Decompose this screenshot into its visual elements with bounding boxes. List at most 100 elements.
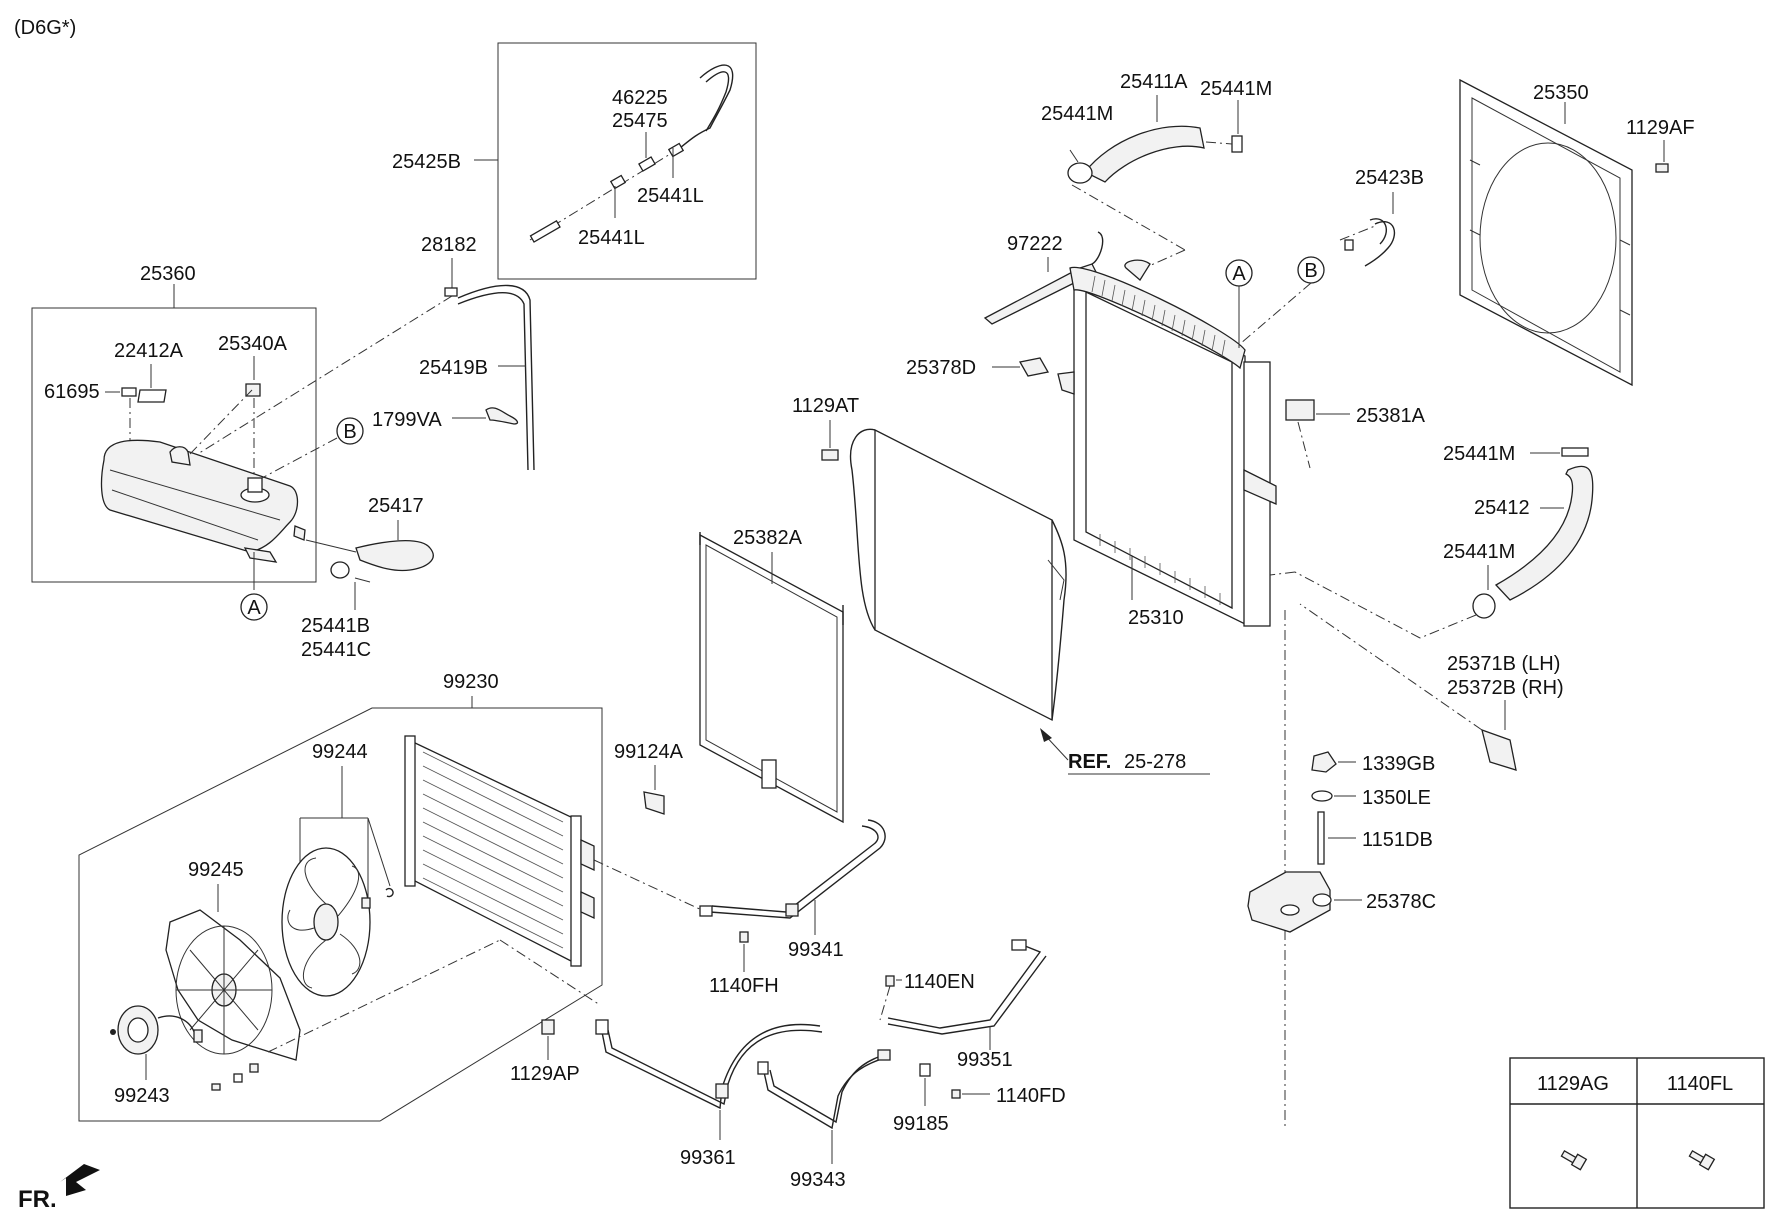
part-61695: 61695: [44, 381, 100, 403]
part-25310: 25310: [1128, 607, 1184, 629]
part-25441C: 25441C: [301, 639, 371, 661]
cap-label-22412A: [137, 389, 167, 403]
mount-25381A: [1285, 399, 1315, 421]
part-25441B: 25441B: [301, 615, 370, 637]
part-99245: 99245: [188, 859, 244, 881]
mount-25378C: [1247, 871, 1332, 933]
part-99341: 99341: [788, 939, 844, 961]
bolt-1129AF: [1655, 163, 1669, 173]
clamp-25441M-c: [1561, 447, 1589, 457]
fastener-table: [1509, 1057, 1765, 1209]
part-25382A: 25382A: [733, 527, 803, 549]
callout-A-reservoir: [240, 593, 268, 621]
fastener-header-1129AG: 1129AG: [1537, 1073, 1609, 1095]
part-97222: 97222: [1007, 233, 1063, 255]
part-1129AT: 1129AT: [792, 395, 859, 417]
part-1151DB: 1151DB: [1362, 829, 1433, 851]
part-99243: 99243: [114, 1085, 170, 1107]
bolt-1129AP: [541, 1019, 555, 1035]
fan-blade-99244: [281, 847, 371, 997]
reservoir-hose-25419B: [457, 284, 535, 471]
part-1799VA: 1799VA: [372, 409, 442, 431]
clamp-25441M-d: [1472, 593, 1496, 619]
part-25419B: 25419B: [419, 357, 488, 379]
fastener-header-1140FL: 1140FL: [1667, 1073, 1733, 1095]
part-25381A: 25381A: [1356, 405, 1426, 427]
part-28182: 28182: [421, 234, 477, 256]
bolt-1129AT: [821, 449, 839, 461]
part-99244: 99244: [312, 741, 368, 763]
callout-B-reservoir: [336, 417, 364, 445]
nut-1339GB: [1311, 751, 1337, 773]
front-arrow-icon: [60, 1164, 100, 1196]
front-direction-label: FR.: [18, 1186, 57, 1211]
bracket-25371B: [1481, 728, 1517, 771]
part-99361: 99361: [680, 1147, 736, 1169]
part-25441M-d: 25441M: [1443, 541, 1515, 563]
condenser-fan-assembly-box: [78, 707, 603, 1122]
part-25441M-b: 25441M: [1200, 78, 1272, 100]
stud-1151DB: [1317, 811, 1325, 865]
condenser-99230: [404, 735, 595, 967]
callout-B-letter: B: [343, 421, 356, 443]
part-25378D: 25378D: [906, 357, 976, 379]
part-1140FD: 1140FD: [996, 1085, 1066, 1107]
upper-radiator-hose: [1083, 125, 1205, 183]
part-22412A: 22412A: [114, 340, 184, 362]
part-25411A: 25411A: [1120, 71, 1188, 93]
part-25378C: 25378C: [1366, 891, 1436, 913]
ac-line-99343: [763, 1057, 885, 1130]
ac-line-99361: [601, 1023, 821, 1110]
fan-shroud-25350: [1459, 78, 1633, 387]
part-99351: 99351: [957, 1049, 1013, 1071]
screen-25382A: [699, 532, 844, 824]
engine-code-label: (D6G*): [14, 17, 76, 39]
ref-label-bold: REF.: [1068, 751, 1111, 773]
fan-motor-99243: [117, 1005, 203, 1055]
fan-shroud-99245: [165, 909, 301, 1061]
part-99124A: 99124A: [614, 741, 684, 763]
washer-1350LE: [1311, 790, 1333, 802]
part-25412: 25412: [1474, 497, 1530, 519]
part-1129AF: 1129AF: [1626, 117, 1695, 139]
part-1129AP: 1129AP: [510, 1063, 580, 1085]
ac-line-99341: [709, 819, 886, 919]
part-25360: 25360: [140, 263, 196, 285]
part-25441M-a: 25441M: [1041, 103, 1113, 125]
clamp-25441M-b: [1231, 135, 1243, 153]
bolt-icon-1140FL: [1688, 1150, 1716, 1171]
part-1350LE: 1350LE: [1362, 787, 1431, 809]
hose-clip: [444, 287, 458, 297]
bracket-25378D: [1018, 357, 1050, 377]
bolt-icon-1129AG: [1560, 1150, 1588, 1171]
clip-1799VA: [485, 407, 519, 425]
callout-A-letter: A: [247, 597, 261, 619]
part-46225: 46225: [612, 87, 668, 109]
part-25441M-c: 25441M: [1443, 443, 1515, 465]
radiator-25310: [1057, 259, 1277, 627]
hose-25423B: [1364, 221, 1396, 267]
part-25371B-lh: 25371B (LH): [1447, 653, 1560, 675]
bracket-99185: [919, 1063, 931, 1077]
intercooler-ref: [850, 428, 1067, 722]
part-25417: 25417: [368, 495, 424, 517]
part-25350: 25350: [1533, 82, 1589, 104]
clamp-25441M-a: [1067, 162, 1093, 184]
bracket-99124A: [643, 791, 665, 815]
hose-25417: [355, 540, 434, 572]
callout-B-radiator-letter: B: [1304, 260, 1317, 282]
ac-line-99351: [887, 943, 1042, 1029]
part-25423B: 25423B: [1355, 167, 1424, 189]
callout-A-radiator-letter: A: [1232, 263, 1246, 285]
part-99185: 99185: [893, 1113, 949, 1135]
clamp-25441B: [330, 561, 350, 579]
part-99230: 99230: [443, 671, 499, 693]
part-25475: 25475: [612, 110, 668, 132]
lower-radiator-hose: [1494, 465, 1594, 601]
part-25425B: 25425B: [392, 151, 461, 173]
part-25340A: 25340A: [218, 333, 288, 355]
part-1140EN: 1140EN: [904, 971, 975, 993]
part-25441L-lower: 25441L: [578, 227, 645, 249]
part-1140FH: 1140FH: [709, 975, 779, 997]
